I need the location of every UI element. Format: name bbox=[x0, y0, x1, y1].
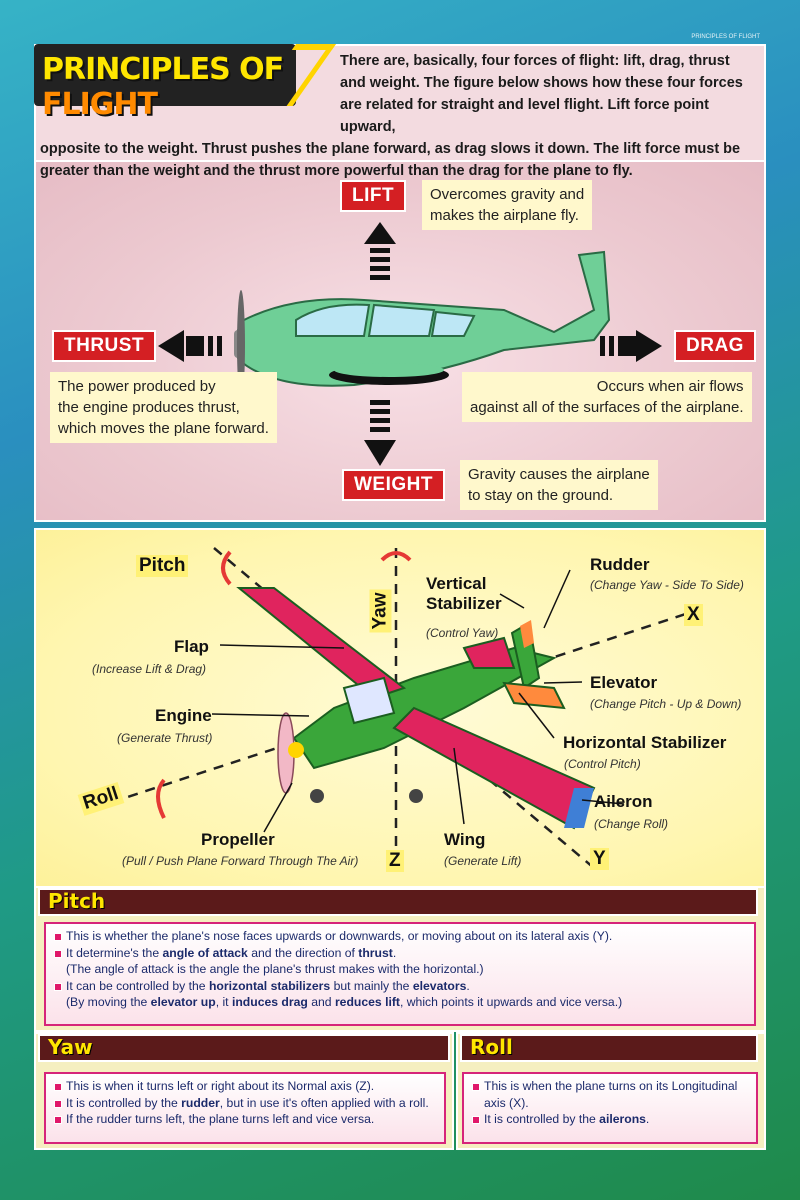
drag-arrow-icon bbox=[600, 330, 662, 362]
vertical-stabilizer-sub: (Control Yaw) bbox=[426, 626, 499, 640]
engine-sub: (Generate Thrust) bbox=[117, 731, 213, 745]
flap-title: Flap bbox=[174, 637, 209, 656]
drag-label: DRAG bbox=[674, 330, 756, 362]
flap-sub: (Increase Lift & Drag) bbox=[92, 662, 207, 676]
title-badge: PRINCIPLES OF FLIGHT bbox=[34, 44, 336, 122]
roll-section-bar: Roll bbox=[460, 1034, 758, 1062]
rudder-title: Rudder bbox=[590, 555, 650, 574]
x-axis-label: X bbox=[684, 604, 703, 626]
roll-section-box: This is when the plane turns on its Long… bbox=[462, 1072, 758, 1144]
yaw-section-box: This is when it turns left or right abou… bbox=[44, 1072, 446, 1144]
pitch-rotation-icon bbox=[221, 550, 232, 586]
page-title: PRINCIPLES OF FLIGHT bbox=[42, 52, 284, 122]
forces-diagram bbox=[158, 222, 662, 466]
pitch-section-bar: Pitch bbox=[38, 888, 758, 916]
intro-text: There are, basically, four forces of fli… bbox=[40, 53, 743, 179]
propeller-title: Propeller bbox=[201, 830, 275, 849]
wing-sub: (Generate Lift) bbox=[444, 854, 522, 868]
thrust-label: THRUST bbox=[52, 330, 157, 362]
aileron-sub: (Change Roll) bbox=[594, 817, 669, 831]
airplane-side-icon bbox=[234, 250, 611, 400]
wing-title: Wing bbox=[444, 830, 486, 849]
weight-label: WEIGHT bbox=[342, 469, 445, 501]
elevator-sub: (Change Pitch - Up & Down) bbox=[590, 697, 742, 711]
engine-title: Engine bbox=[155, 706, 212, 725]
propeller-sub: (Pull / Push Plane Forward Through The A… bbox=[122, 854, 359, 868]
weight-arrow-icon bbox=[364, 400, 396, 466]
thrust-arrow-icon bbox=[158, 330, 222, 362]
roll-section-title: Roll bbox=[470, 1035, 513, 1059]
z-axis-label: Z bbox=[386, 850, 404, 872]
elevator-title: Elevator bbox=[590, 673, 658, 692]
pitch-axis-label: Pitch bbox=[136, 555, 189, 577]
yaw-axis-label: Yaw bbox=[369, 589, 392, 633]
aileron-title: Aileron bbox=[594, 792, 653, 811]
pitch-section-box: This is whether the plane's nose faces u… bbox=[44, 922, 756, 1026]
horizontal-stabilizer-title: Horizontal Stabilizer bbox=[563, 733, 727, 752]
pitch-section-title: Pitch bbox=[48, 889, 106, 913]
roll-rotation-icon bbox=[156, 778, 166, 819]
airplane-parts-icon bbox=[236, 587, 596, 830]
yaw-section-bar: Yaw bbox=[38, 1034, 450, 1062]
y-axis-label: Y bbox=[590, 848, 609, 870]
yaw-rotation-icon bbox=[380, 551, 412, 562]
parts-diagram bbox=[93, 547, 705, 869]
lift-arrow-icon bbox=[364, 222, 396, 280]
yaw-section-title: Yaw bbox=[48, 1035, 93, 1059]
lift-label: LIFT bbox=[340, 180, 407, 212]
corner-label: PRINCIPLES OF FLIGHT bbox=[691, 34, 760, 40]
horizontal-stabilizer-sub: (Control Pitch) bbox=[564, 757, 641, 771]
rudder-sub: (Change Yaw - Side To Side) bbox=[590, 578, 744, 592]
